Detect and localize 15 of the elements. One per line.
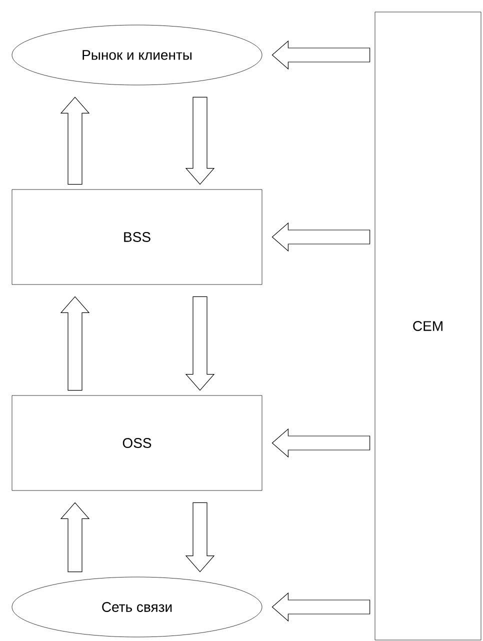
block-arrow bbox=[272, 428, 370, 458]
block-arrow bbox=[272, 592, 370, 622]
ellipse-node: Рынок и клиенты bbox=[12, 24, 262, 86]
process-box: OSS bbox=[12, 395, 262, 491]
block-arrow bbox=[185, 296, 215, 391]
block-arrow bbox=[185, 96, 215, 185]
process-box: CEM bbox=[374, 12, 482, 640]
block-arrow bbox=[272, 222, 370, 252]
block-arrow bbox=[60, 96, 90, 185]
ellipse-node: Сеть связи bbox=[12, 576, 262, 638]
block-arrow bbox=[272, 40, 370, 70]
block-arrow bbox=[60, 502, 90, 572]
process-box: BSS bbox=[12, 189, 262, 285]
block-arrow bbox=[185, 502, 215, 572]
block-arrow bbox=[60, 296, 90, 391]
